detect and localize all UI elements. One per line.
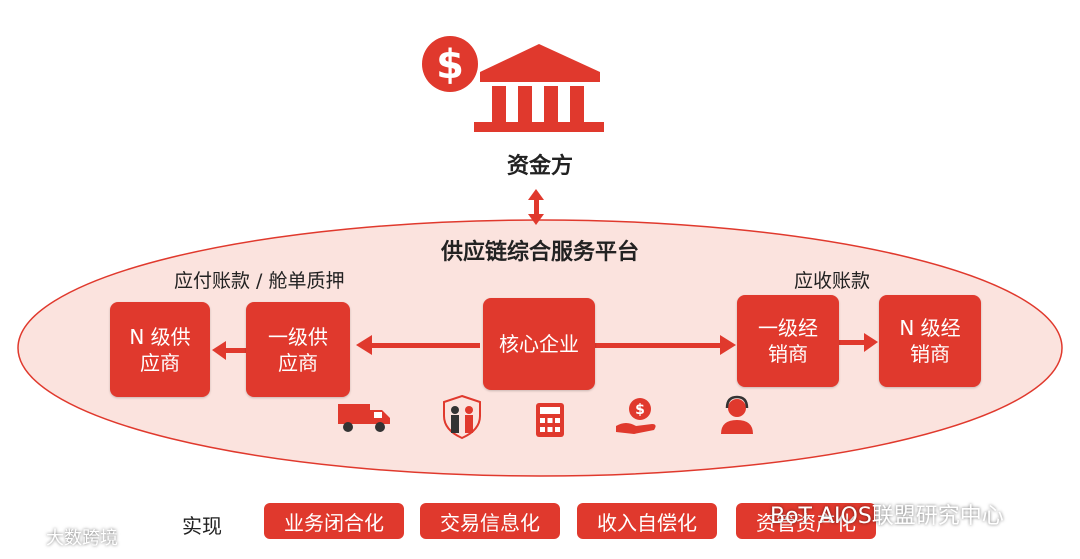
watermark-right: BoT AIOS联盟研究中心 xyxy=(770,504,1004,529)
watermark-left: 大数跨境 xyxy=(46,528,118,549)
platform-title: 供应链综合服务平台 xyxy=(440,239,639,265)
left-section-label: 应付账款 / 舱单质押 xyxy=(174,270,345,292)
partnership-shield-icon xyxy=(443,394,481,440)
footer-label: 实现 xyxy=(182,514,222,538)
footer-pill-self-liquidating-income: 收入自偿化 xyxy=(577,503,717,539)
truck-icon xyxy=(338,404,390,432)
supplier-chain-arrow xyxy=(212,341,246,360)
calculator-icon xyxy=(536,403,564,437)
funder-platform-arrow xyxy=(528,189,544,225)
core-distributor-arrow xyxy=(594,335,736,355)
node-n-distributor: N 级经 销商 xyxy=(879,295,981,387)
svg-text:$: $ xyxy=(436,42,464,88)
footer-pill-asset-securitization: 资管资产化 xyxy=(736,503,876,539)
distributor-chain-arrow xyxy=(838,333,878,352)
node-tier1-supplier: 一级供 应商 xyxy=(246,302,350,397)
node-n-supplier: N 级供 应商 xyxy=(110,302,210,397)
node-tier1-distributor: 一级经 销商 xyxy=(737,295,839,387)
right-section-label: 应收账款 xyxy=(794,270,871,292)
bank-dollar-icon: $ xyxy=(422,36,604,132)
core-supplier-arrow xyxy=(356,335,480,355)
svg-text:$: $ xyxy=(635,402,645,418)
money-hand-icon: $ xyxy=(616,398,656,434)
funder-label: 资金方 xyxy=(506,153,573,179)
footer-pill-trade-informatization: 交易信息化 xyxy=(420,503,560,539)
node-core-enterprise: 核心企业 xyxy=(483,298,595,390)
footer-pill-business-closure: 业务闭合化 xyxy=(264,503,404,539)
customer-service-icon xyxy=(721,395,753,434)
